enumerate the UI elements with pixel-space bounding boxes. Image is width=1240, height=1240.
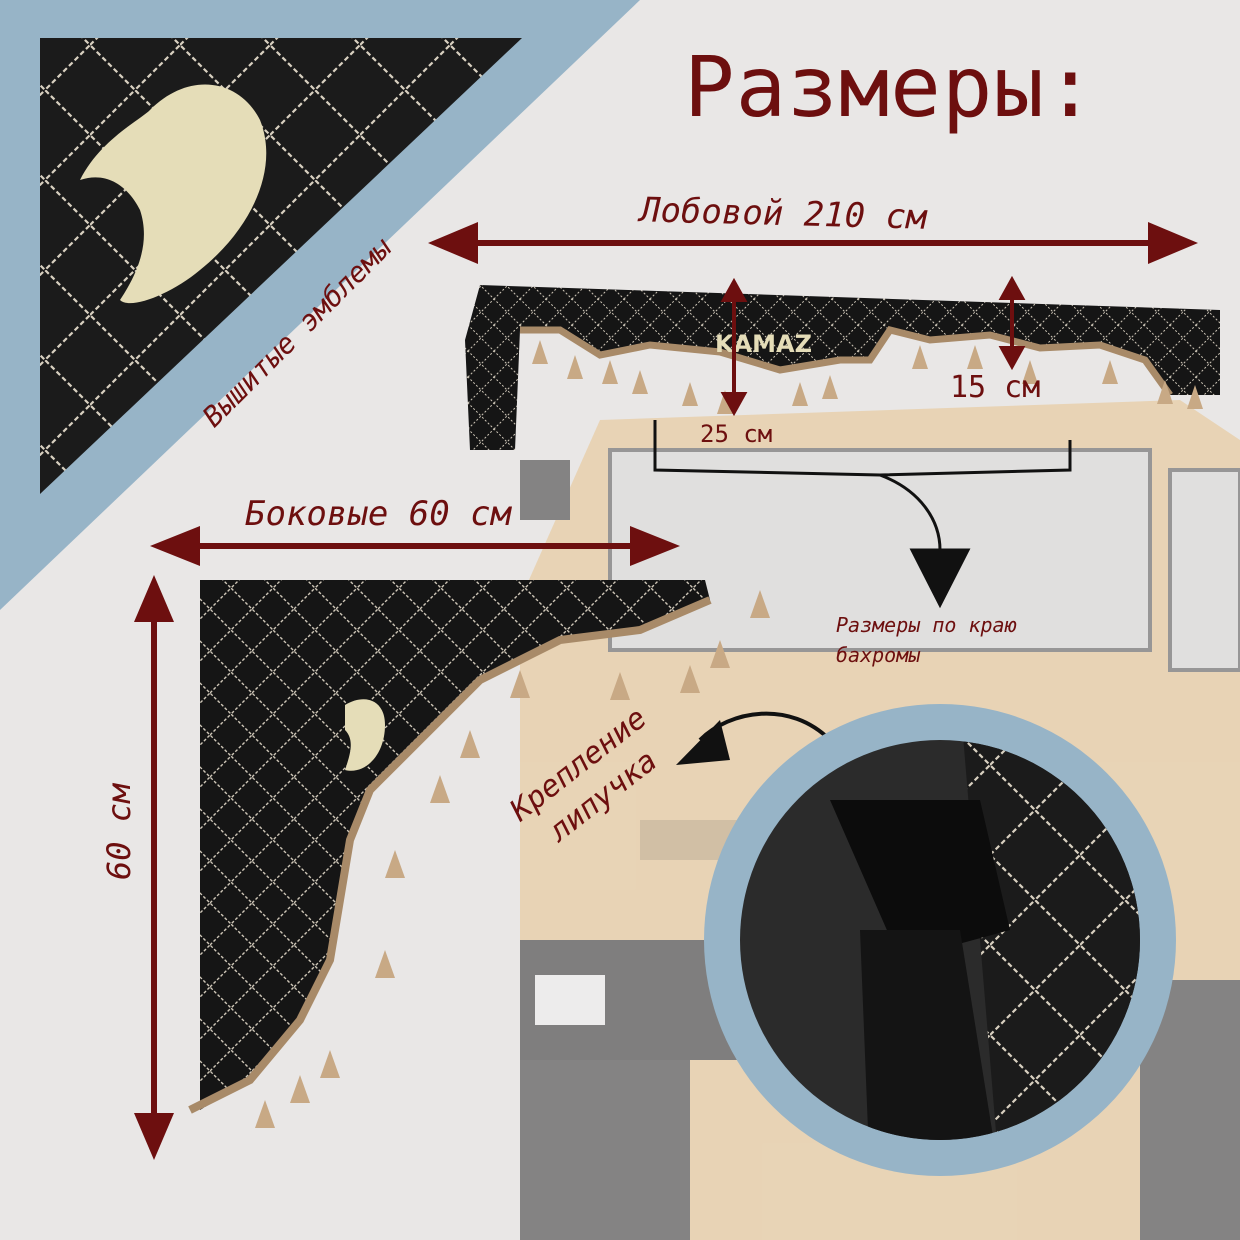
side-curtain [188,580,770,1128]
front-drop-small-label: 15 см [950,370,1041,405]
front-curtain-width-label: Лобовой 210 см [639,190,928,238]
side-curtain-height-label: 60 см [100,783,138,880]
velcro-closeup [704,704,1176,1176]
front-width-arrow [428,222,1198,264]
brand-logo: KAMAZ [715,330,812,358]
fringe-note: Размеры по краю бахромы [836,613,1017,667]
front-curtain: KAMAZ [465,285,1220,450]
side-width-arrow [150,526,680,566]
velcro-pointer [676,711,832,765]
front-fringe [532,340,1203,414]
fringe-bracket [653,420,1072,609]
side-height-arrow [134,575,174,1160]
front-drop-large-label: 25 см [700,420,773,448]
side-curtain-width-label: Боковые 60 см [245,494,512,534]
page-title: Размеры: [684,38,1097,136]
front-drop-markers [720,275,1026,417]
emblem-closeup [80,84,267,304]
